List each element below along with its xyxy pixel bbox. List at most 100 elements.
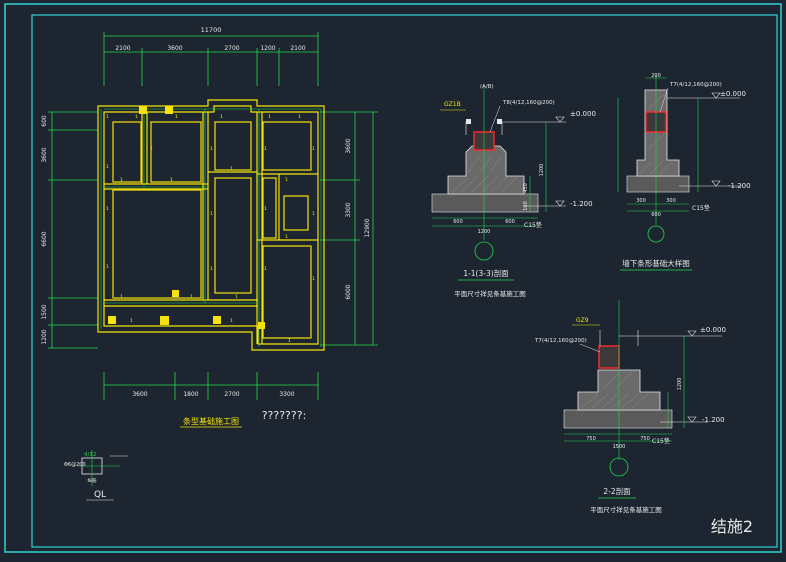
section11-dim-bottom: 600 <box>453 219 463 225</box>
section11-hatch <box>451 155 519 193</box>
wall-rebar: T7(4/12,160@200) <box>669 82 722 88</box>
section22-elev-top: ±0.000 <box>700 326 726 334</box>
section22-column-tag: GZ9 <box>576 317 589 324</box>
svg-text:1: 1 <box>312 146 315 152</box>
plan-right-dim: 6000 <box>345 284 352 299</box>
plan-top-dim: 2100 <box>290 45 305 52</box>
svg-text:1: 1 <box>285 177 288 183</box>
section11-bottom-dims <box>432 217 538 227</box>
svg-text:1: 1 <box>170 177 173 183</box>
wall-elev-top: ±0.000 <box>720 90 746 98</box>
svg-text:1: 1 <box>106 264 109 270</box>
plan-left-dim: 1200 <box>41 329 48 344</box>
wall-dim-total: 600 <box>651 212 661 218</box>
inner-frame <box>31 14 778 548</box>
sheet-title: 结施2 <box>711 517 753 536</box>
svg-text:1: 1 <box>175 114 178 120</box>
plan-top-dimension-lines <box>103 32 319 86</box>
plan-right-dimension-lines <box>320 111 378 346</box>
section22-pad <box>563 409 673 429</box>
section11-title: 1-1(3-3)剖面 <box>463 268 509 278</box>
svg-text:1: 1 <box>220 114 223 120</box>
section11-dim-h3: 450 <box>523 183 529 193</box>
section22-hatch <box>581 371 649 409</box>
section-wall: ±0.000 -1.200 T7(4/12,160@200) 300 300 6… <box>617 73 751 271</box>
section11-dim-h2: 100 <box>523 201 529 211</box>
section22-title: 2-2剖面 <box>603 486 631 496</box>
svg-text:1: 1 <box>288 338 291 344</box>
svg-text:1: 1 <box>130 318 133 324</box>
section11-dim-total: 1200 <box>478 229 491 235</box>
section11-elev-bottom: -1.200 <box>570 200 593 208</box>
plan-right-dim: 3300 <box>345 202 352 217</box>
section22-column <box>598 345 620 369</box>
section22-subtitle: 平面尺寸祥见条基施工图 <box>590 505 662 514</box>
plan-bottom-dim: 3600 <box>132 391 147 398</box>
section11-axis-bubble <box>474 241 494 261</box>
plan-left-dim: 1500 <box>41 304 48 319</box>
plan-top-dim: 2700 <box>224 45 239 52</box>
ql-caption: 纵筋 <box>88 477 97 484</box>
wall-dim-bottom: 300 <box>636 198 646 204</box>
section22-rebar: T7(4/12,160@200) <box>534 338 587 344</box>
svg-text:1: 1 <box>230 318 233 324</box>
svg-text:1: 1 <box>230 166 233 172</box>
svg-text:1: 1 <box>150 146 153 152</box>
plan-left-dim: 600 <box>41 115 48 127</box>
plan-top-dim: 1200 <box>260 45 275 52</box>
svg-text:1: 1 <box>312 211 315 217</box>
section22-dim-total: 1500 <box>613 444 626 450</box>
plan-top-dim: 3600 <box>167 45 182 52</box>
svg-text:1: 1 <box>298 114 301 120</box>
section22-dim-bottom: 750 <box>640 436 650 442</box>
wall-pad <box>626 175 690 193</box>
section11-dim-h1: 1200 <box>539 164 545 177</box>
section11-elev-top: ±0.000 <box>570 110 596 118</box>
plan-right-dim: 3600 <box>345 138 352 153</box>
plan-right-total: 12900 <box>364 218 371 237</box>
plan-bottom-dimension-lines <box>103 372 319 400</box>
plan-left-dimension-lines <box>48 111 98 349</box>
missing-font-placeholder: ???????: <box>262 409 307 422</box>
section-1-1: ±0.000 -1.200 GZ1B (A/B) T8(4/12,160@200… <box>431 84 596 298</box>
wall-concrete: C15垫 <box>692 204 710 212</box>
plan-bottom-dim: 3300 <box>279 391 294 398</box>
section22-dim-h: 1200 <box>677 378 683 391</box>
section11-axis-tag: (A/B) <box>480 84 494 90</box>
svg-text:1: 1 <box>264 206 267 212</box>
svg-text:1: 1 <box>285 234 288 240</box>
plan-caption: 条型基础施工图 <box>183 416 239 426</box>
wall-title: 墙下条形基础大样图 <box>622 258 690 268</box>
outer-frame <box>4 3 782 553</box>
plan-top-total: 11700 <box>201 26 222 34</box>
ql-detail: 4/12 Φ6@200 纵筋 QL <box>64 450 128 501</box>
svg-text:1: 1 <box>135 114 138 120</box>
section11-footing <box>447 145 525 195</box>
svg-text:1: 1 <box>210 146 213 152</box>
section11-side-dims <box>529 122 547 212</box>
wall-dims <box>617 77 699 212</box>
svg-text:1: 1 <box>106 114 109 120</box>
plan-columns <box>108 106 265 329</box>
svg-text:1: 1 <box>210 266 213 272</box>
wall-axis-bubble <box>647 225 665 243</box>
section11-dim-bottom: 600 <box>505 219 515 225</box>
plan-left-dim: 6600 <box>41 231 48 246</box>
svg-text:1: 1 <box>264 266 267 272</box>
plan-top-dim: 2100 <box>115 45 130 52</box>
svg-text:1: 1 <box>190 294 193 300</box>
section22-dim-bottom: 750 <box>586 436 596 442</box>
plan-bottom-dim: 1800 <box>183 391 198 398</box>
section11-subtitle: 平面尺寸祥见条基施工图 <box>454 289 526 298</box>
svg-text:1: 1 <box>312 276 315 282</box>
svg-text:1: 1 <box>106 206 109 212</box>
section22-dims <box>564 336 685 442</box>
section22-concrete: C15垫 <box>652 437 670 445</box>
svg-text:1: 1 <box>264 146 267 152</box>
foundation-strips <box>97 99 325 351</box>
svg-text:1: 1 <box>120 294 123 300</box>
section22-axis-bubble <box>609 457 629 477</box>
